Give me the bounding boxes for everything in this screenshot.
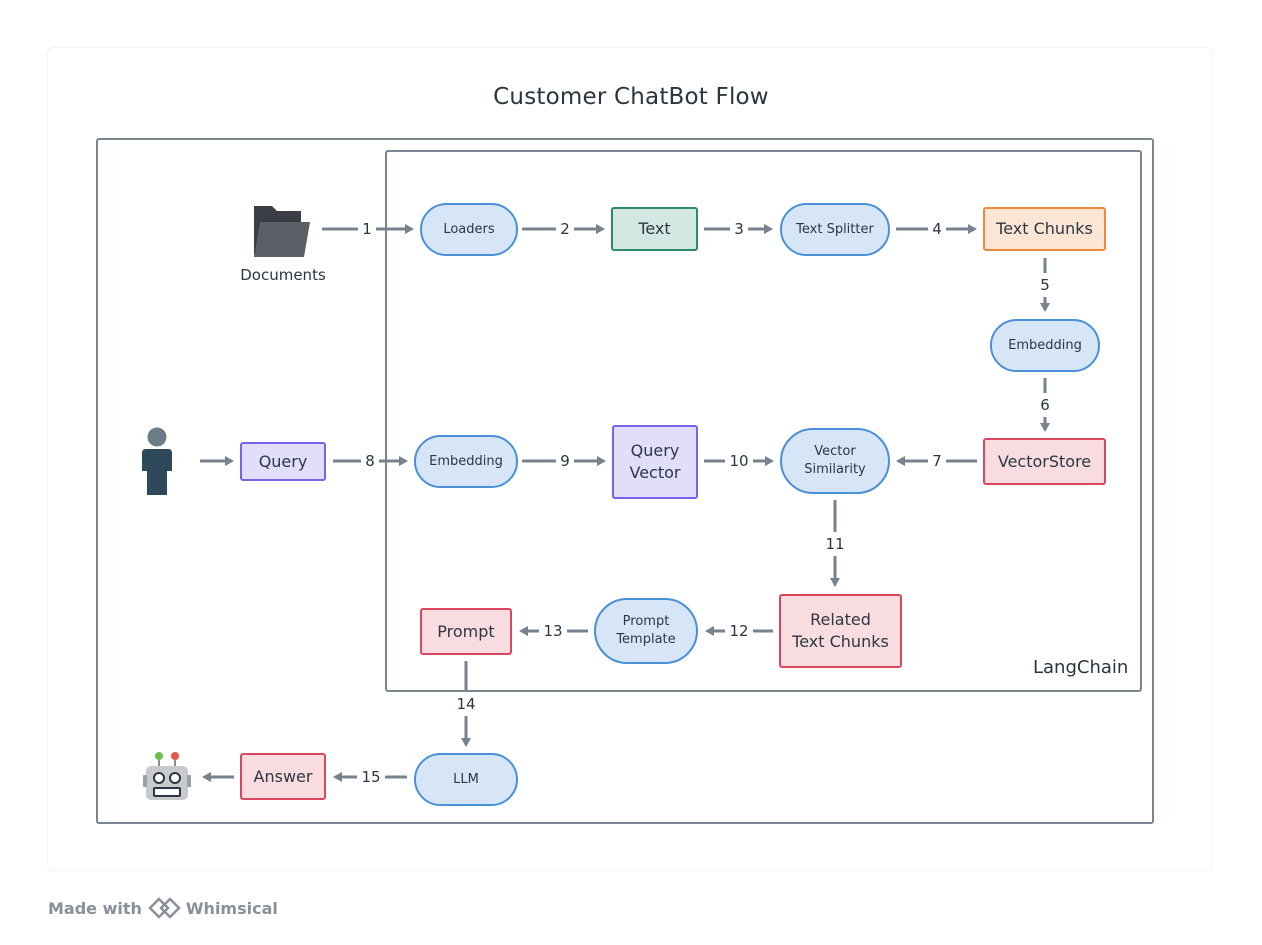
- edge-label-4: 4: [932, 220, 942, 238]
- documents-label: Documents: [240, 266, 326, 284]
- folder-icon: [254, 206, 310, 257]
- text-chunks-node[interactable]: Text Chunks: [983, 207, 1106, 251]
- related-text-chunks-node[interactable]: Related Text Chunks: [779, 594, 902, 668]
- langchain-frame-label: LangChain: [1033, 657, 1129, 678]
- embedding-top-node[interactable]: Embedding: [990, 319, 1100, 372]
- whimsical-text: Whimsical: [185, 898, 278, 918]
- edge-label-8: 8: [365, 452, 375, 470]
- embedding-mid-node[interactable]: Embedding: [414, 435, 518, 488]
- edge-label-14: 14: [456, 695, 475, 713]
- footer: Made with Whimsical: [48, 897, 278, 919]
- text-node[interactable]: Text: [611, 207, 698, 251]
- whimsical-brand[interactable]: Whimsical: [148, 897, 278, 919]
- loaders-node[interactable]: Loaders: [420, 203, 518, 256]
- robot-icon: [143, 752, 191, 800]
- edge-label-9: 9: [560, 452, 570, 470]
- vectorstore-node[interactable]: VectorStore: [983, 438, 1106, 485]
- person-icon: [142, 427, 172, 495]
- langchain-frame: [385, 150, 1142, 692]
- llm-node[interactable]: LLM: [414, 753, 518, 806]
- edge-label-7: 7: [932, 452, 942, 470]
- edge-label-6: 6: [1040, 396, 1050, 414]
- query-vector-node[interactable]: Query Vector: [612, 425, 698, 499]
- edge-label-3: 3: [734, 220, 744, 238]
- edge-label-12: 12: [729, 622, 748, 640]
- edge-label-2: 2: [560, 220, 570, 238]
- outer-frame: [96, 138, 1154, 824]
- whimsical-logo-icon: [148, 897, 181, 919]
- edge-label-5: 5: [1040, 276, 1050, 294]
- prompt-template-node[interactable]: Prompt Template: [594, 598, 698, 664]
- edge-label-10: 10: [729, 452, 748, 470]
- edge-label-11: 11: [825, 535, 844, 553]
- answer-node[interactable]: Answer: [240, 753, 326, 800]
- diagram-title: Customer ChatBot Flow: [493, 84, 769, 110]
- edge-label-13: 13: [543, 622, 562, 640]
- edge-label-15: 15: [361, 768, 380, 786]
- edge-label-1: 1: [362, 220, 372, 238]
- vector-similarity-node[interactable]: Vector Similarity: [780, 428, 890, 494]
- query-node[interactable]: Query: [240, 442, 326, 481]
- prompt-node[interactable]: Prompt: [420, 608, 512, 655]
- text-splitter-node[interactable]: Text Splitter: [780, 203, 890, 256]
- made-with-text: Made with: [48, 898, 142, 918]
